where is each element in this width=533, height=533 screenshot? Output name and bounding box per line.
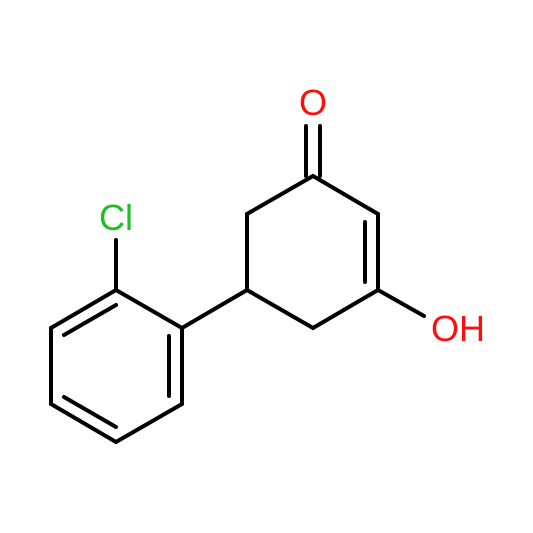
chlorine-label: Cl: [99, 197, 133, 238]
bond-ar5-ar6: [49, 288, 118, 330]
bond-ar6-ar1: [114, 288, 184, 330]
bond-ar5-ar6-inner: [62, 303, 118, 337]
bond-ar3-ar4: [49, 402, 118, 444]
bond-ar2-ar3: [114, 402, 184, 444]
bond-c3-oh: [376, 288, 426, 318]
bond-ar3-ar4-inner: [62, 395, 118, 429]
bond-c5-aryl: [180, 288, 249, 330]
hydroxyl-label: OH: [431, 308, 485, 349]
carbonyl-oxygen-label: O: [299, 82, 327, 123]
bond-c3-c4: [311, 288, 380, 330]
bond-c1-c2: [311, 174, 380, 216]
bond-c4-c5: [245, 288, 315, 330]
bond-c6-c1: [245, 174, 315, 216]
